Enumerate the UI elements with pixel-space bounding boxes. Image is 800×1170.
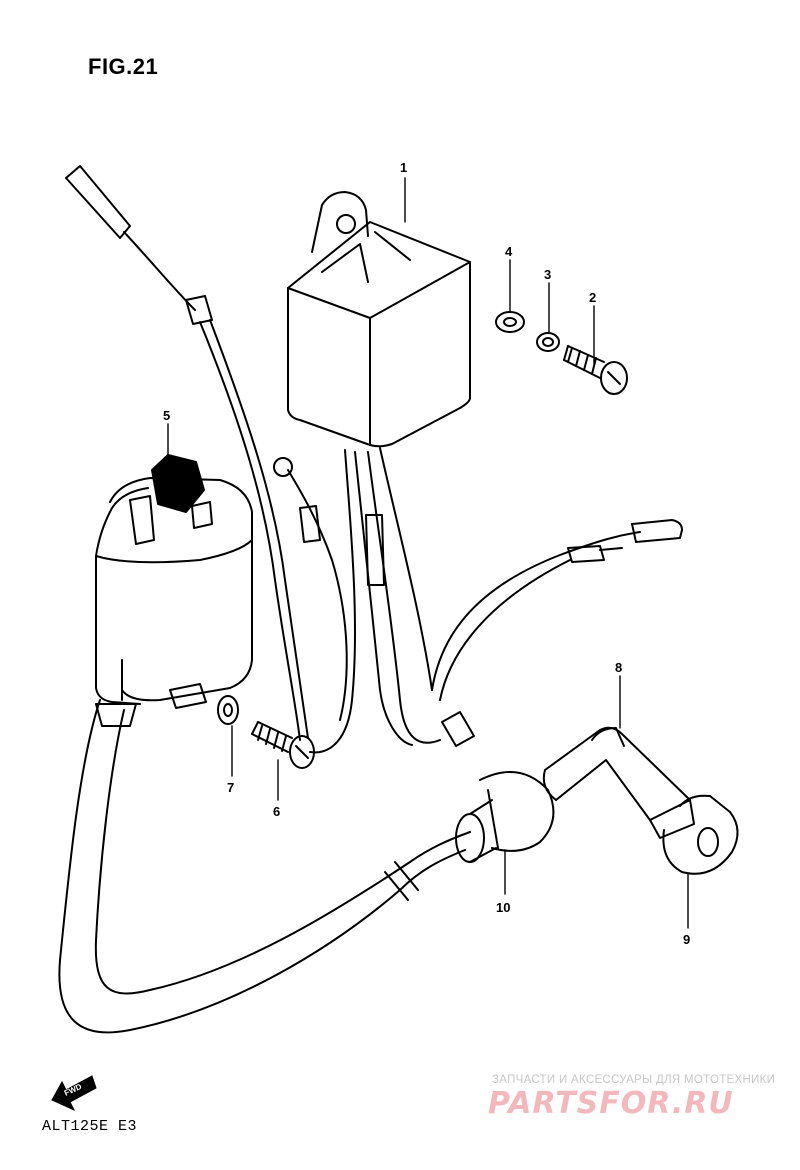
cdi-unit: [287, 191, 471, 448]
high-tension-lead: [58, 699, 471, 1034]
spark-plug-cap: [542, 726, 739, 875]
watermark-logo: PARTSFOR.RU: [488, 1086, 734, 1121]
figure-title: FIG.21: [88, 54, 159, 79]
screw-and-washers: [495, 311, 628, 395]
callout-4: 4: [505, 244, 513, 259]
callout-10: 10: [496, 900, 510, 915]
callout-9: 9: [683, 932, 690, 947]
callout-2: 2: [589, 290, 596, 305]
callout-6: 6: [273, 804, 280, 819]
ground-lead: [65, 165, 309, 741]
callout-7: 7: [227, 780, 234, 795]
callout-5: 5: [163, 408, 170, 423]
callout-leaders: [167, 177, 689, 929]
ignition-coil: [95, 454, 253, 709]
watermark-caption: ЗАПЧАСТИ И АКСЕССУАРЫ ДЛЯ МОТОТЕХНИКИ: [492, 1074, 776, 1086]
cdi-wiring-harness: [273, 447, 683, 754]
model-label: ALT125E E3: [42, 1118, 138, 1135]
rubber-seal: [455, 771, 555, 863]
callout-3: 3: [544, 267, 551, 282]
callout-8: 8: [615, 660, 622, 675]
coil-screw-and-washer: [217, 695, 315, 769]
forward-arrow: FWD: [51, 1075, 97, 1112]
callout-1: 1: [400, 160, 407, 175]
callout-numbers: 1 2 3 4 5 6 7 8 9 10: [163, 160, 690, 947]
